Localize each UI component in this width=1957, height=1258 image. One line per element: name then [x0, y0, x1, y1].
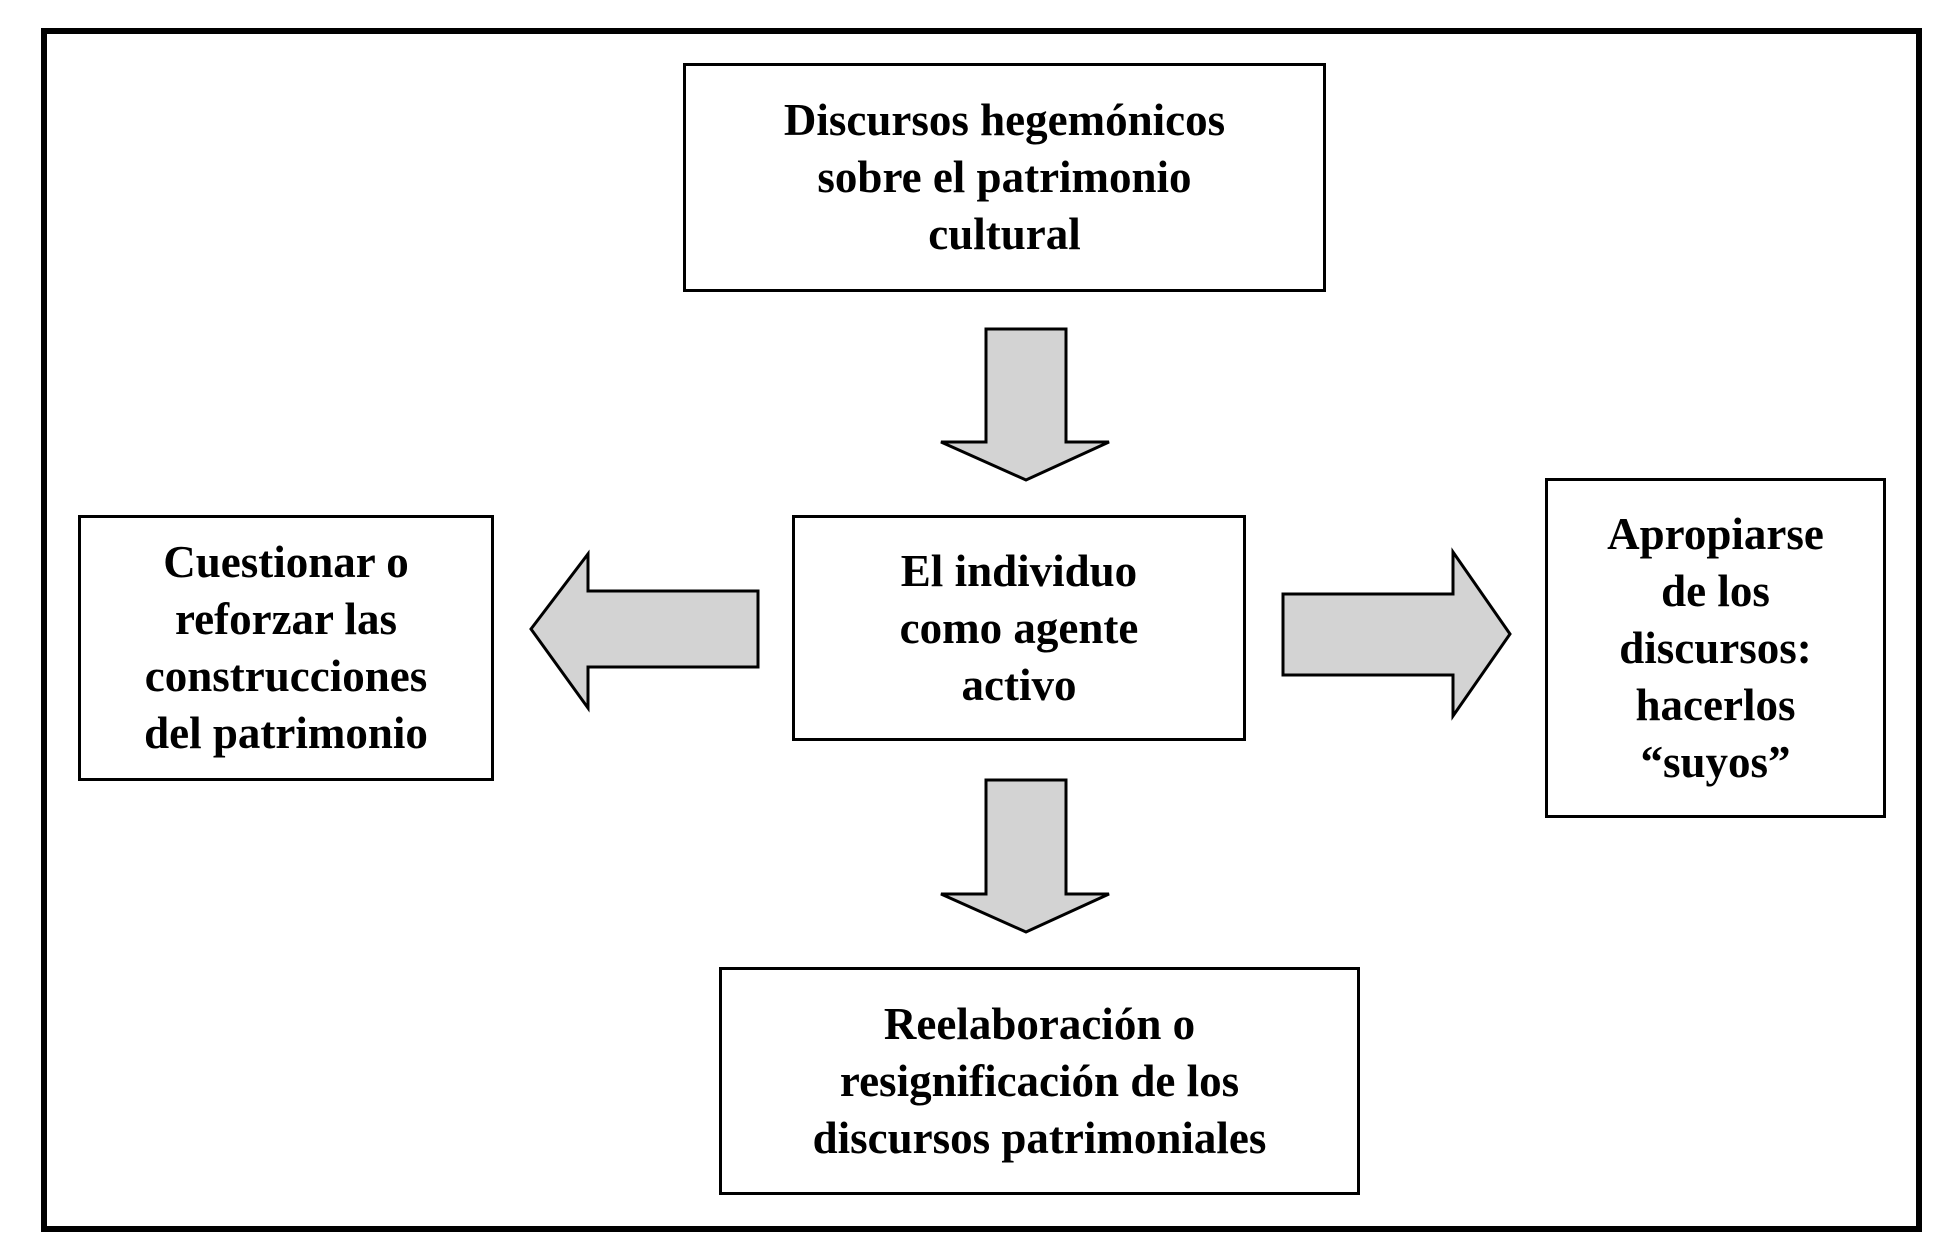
- node-bottom-label: Reelaboración o resignificación de los d…: [812, 998, 1267, 1163]
- arrow-top-to-center: [940, 327, 1110, 482]
- node-left-label: Cuestionar o reforzar las construcciones…: [144, 537, 428, 758]
- diagram-frame: [41, 28, 1922, 1232]
- node-right-label: Apropiarse de los discursos: hacerlos “s…: [1607, 508, 1824, 787]
- node-question-or-reinforce: Cuestionar o reforzar las construcciones…: [78, 515, 494, 781]
- arrow-center-to-left: [529, 549, 760, 713]
- node-active-individual: El individuo como agente activo: [792, 515, 1246, 741]
- node-reelaboration: Reelaboración o resignificación de los d…: [719, 967, 1360, 1195]
- node-appropriate-discourses: Apropiarse de los discursos: hacerlos “s…: [1545, 478, 1886, 818]
- arrow-center-to-bottom: [940, 778, 1110, 934]
- node-hegemonic-discourses: Discursos hegemónicos sobre el patrimoni…: [683, 63, 1326, 292]
- node-top-label: Discursos hegemónicos sobre el patrimoni…: [783, 95, 1226, 259]
- arrow-center-to-right: [1281, 547, 1512, 721]
- node-center-label: El individuo como agente activo: [899, 545, 1139, 710]
